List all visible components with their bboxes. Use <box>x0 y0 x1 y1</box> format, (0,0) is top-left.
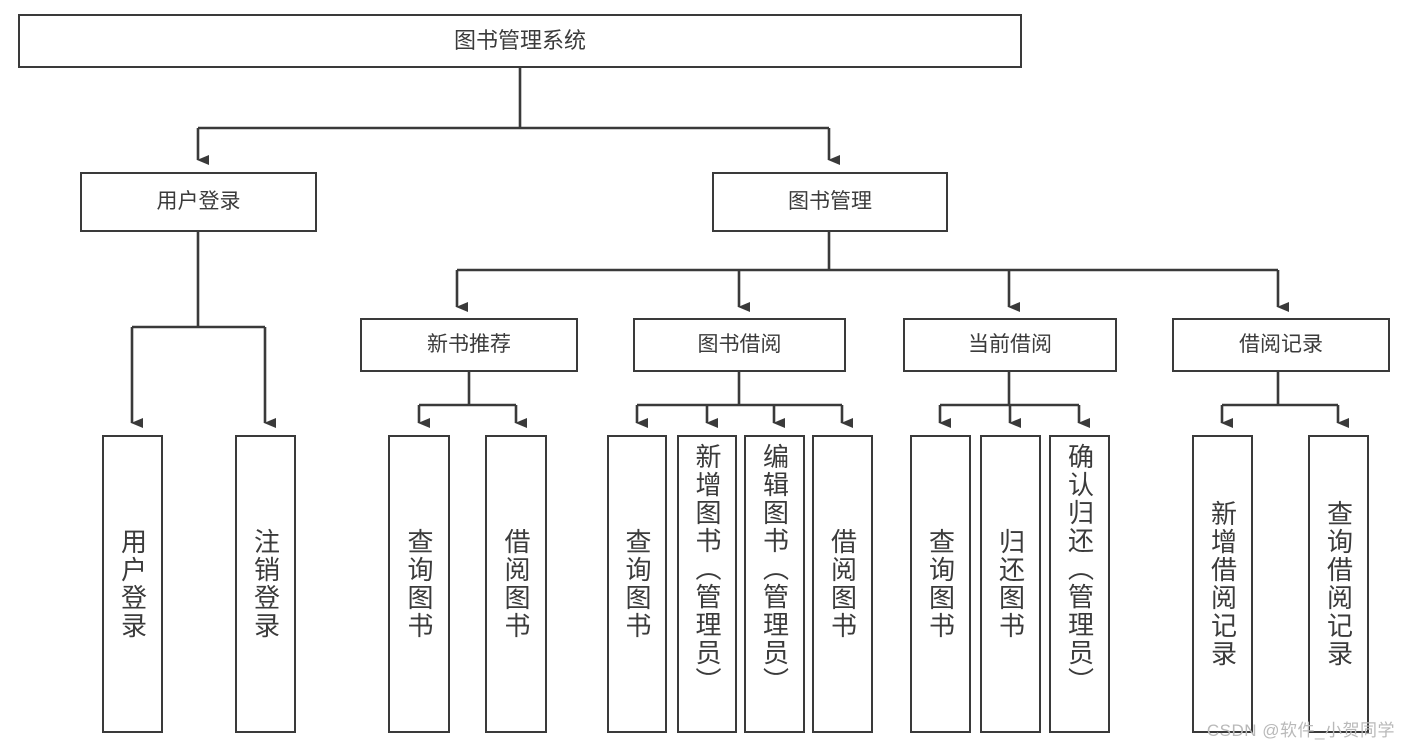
leaf-add-borrow-record[interactable]: 新增借阅记录 <box>1192 435 1253 733</box>
leaf-user-login[interactable]: 用户登录 <box>102 435 163 733</box>
leaf-query-borrow-record-label: 查询借阅记录 <box>1323 500 1354 668</box>
node-book-management[interactable]: 图书管理 <box>712 172 948 232</box>
leaf-add-borrow-record-label: 新增借阅记录 <box>1207 500 1238 668</box>
node-user-login-label: 用户登录 <box>156 190 241 214</box>
node-current-borrow[interactable]: 当前借阅 <box>903 318 1117 372</box>
leaf-add-book-admin-label: 新增图书（管理员） <box>692 443 722 695</box>
leaf-confirm-return-admin[interactable]: 确认归还（管理员） <box>1049 435 1110 733</box>
leaf-add-book-admin[interactable]: 新增图书（管理员） <box>677 435 737 733</box>
node-book-management-label: 图书管理 <box>788 190 872 214</box>
leaf-return-book[interactable]: 归还图书 <box>980 435 1041 733</box>
leaf-user-login-label: 用户登录 <box>117 528 148 640</box>
node-root-label: 图书管理系统 <box>453 27 586 53</box>
leaf-borrow-book-label: 借阅图书 <box>827 528 858 640</box>
leaf-edit-book-admin-label: 编辑图书（管理员） <box>759 443 790 695</box>
node-current-borrow-label: 当前借阅 <box>968 333 1052 357</box>
node-borrow-record[interactable]: 借阅记录 <box>1172 318 1390 372</box>
node-book-borrow-label: 图书借阅 <box>697 333 782 357</box>
leaf-user-logout[interactable]: 注销登录 <box>235 435 296 733</box>
leaf-edit-book-admin[interactable]: 编辑图书（管理员） <box>744 435 805 733</box>
leaf-query-book-borrow[interactable]: 查询图书 <box>607 435 667 733</box>
leaf-query-book-borrow-label: 查询图书 <box>622 528 652 640</box>
leaf-query-book-current[interactable]: 查询图书 <box>910 435 971 733</box>
node-new-book-recommend[interactable]: 新书推荐 <box>360 318 578 372</box>
leaf-borrow-book[interactable]: 借阅图书 <box>812 435 873 733</box>
leaf-return-book-label: 归还图书 <box>995 528 1026 640</box>
leaf-confirm-return-admin-label: 确认归还（管理员） <box>1064 443 1095 695</box>
node-new-book-recommend-label: 新书推荐 <box>427 333 511 357</box>
node-user-login[interactable]: 用户登录 <box>80 172 317 232</box>
leaf-borrow-book-new-label: 借阅图书 <box>501 528 531 640</box>
leaf-query-book-new[interactable]: 查询图书 <box>388 435 450 733</box>
leaf-query-book-current-label: 查询图书 <box>925 528 956 640</box>
leaf-query-borrow-record[interactable]: 查询借阅记录 <box>1308 435 1369 733</box>
node-borrow-record-label: 借阅记录 <box>1239 333 1323 357</box>
leaf-borrow-book-new[interactable]: 借阅图书 <box>485 435 547 733</box>
leaf-query-book-new-label: 查询图书 <box>404 528 434 640</box>
leaf-user-logout-label: 注销登录 <box>250 528 281 640</box>
node-root[interactable]: 图书管理系统 <box>18 14 1022 68</box>
node-book-borrow[interactable]: 图书借阅 <box>633 318 846 372</box>
